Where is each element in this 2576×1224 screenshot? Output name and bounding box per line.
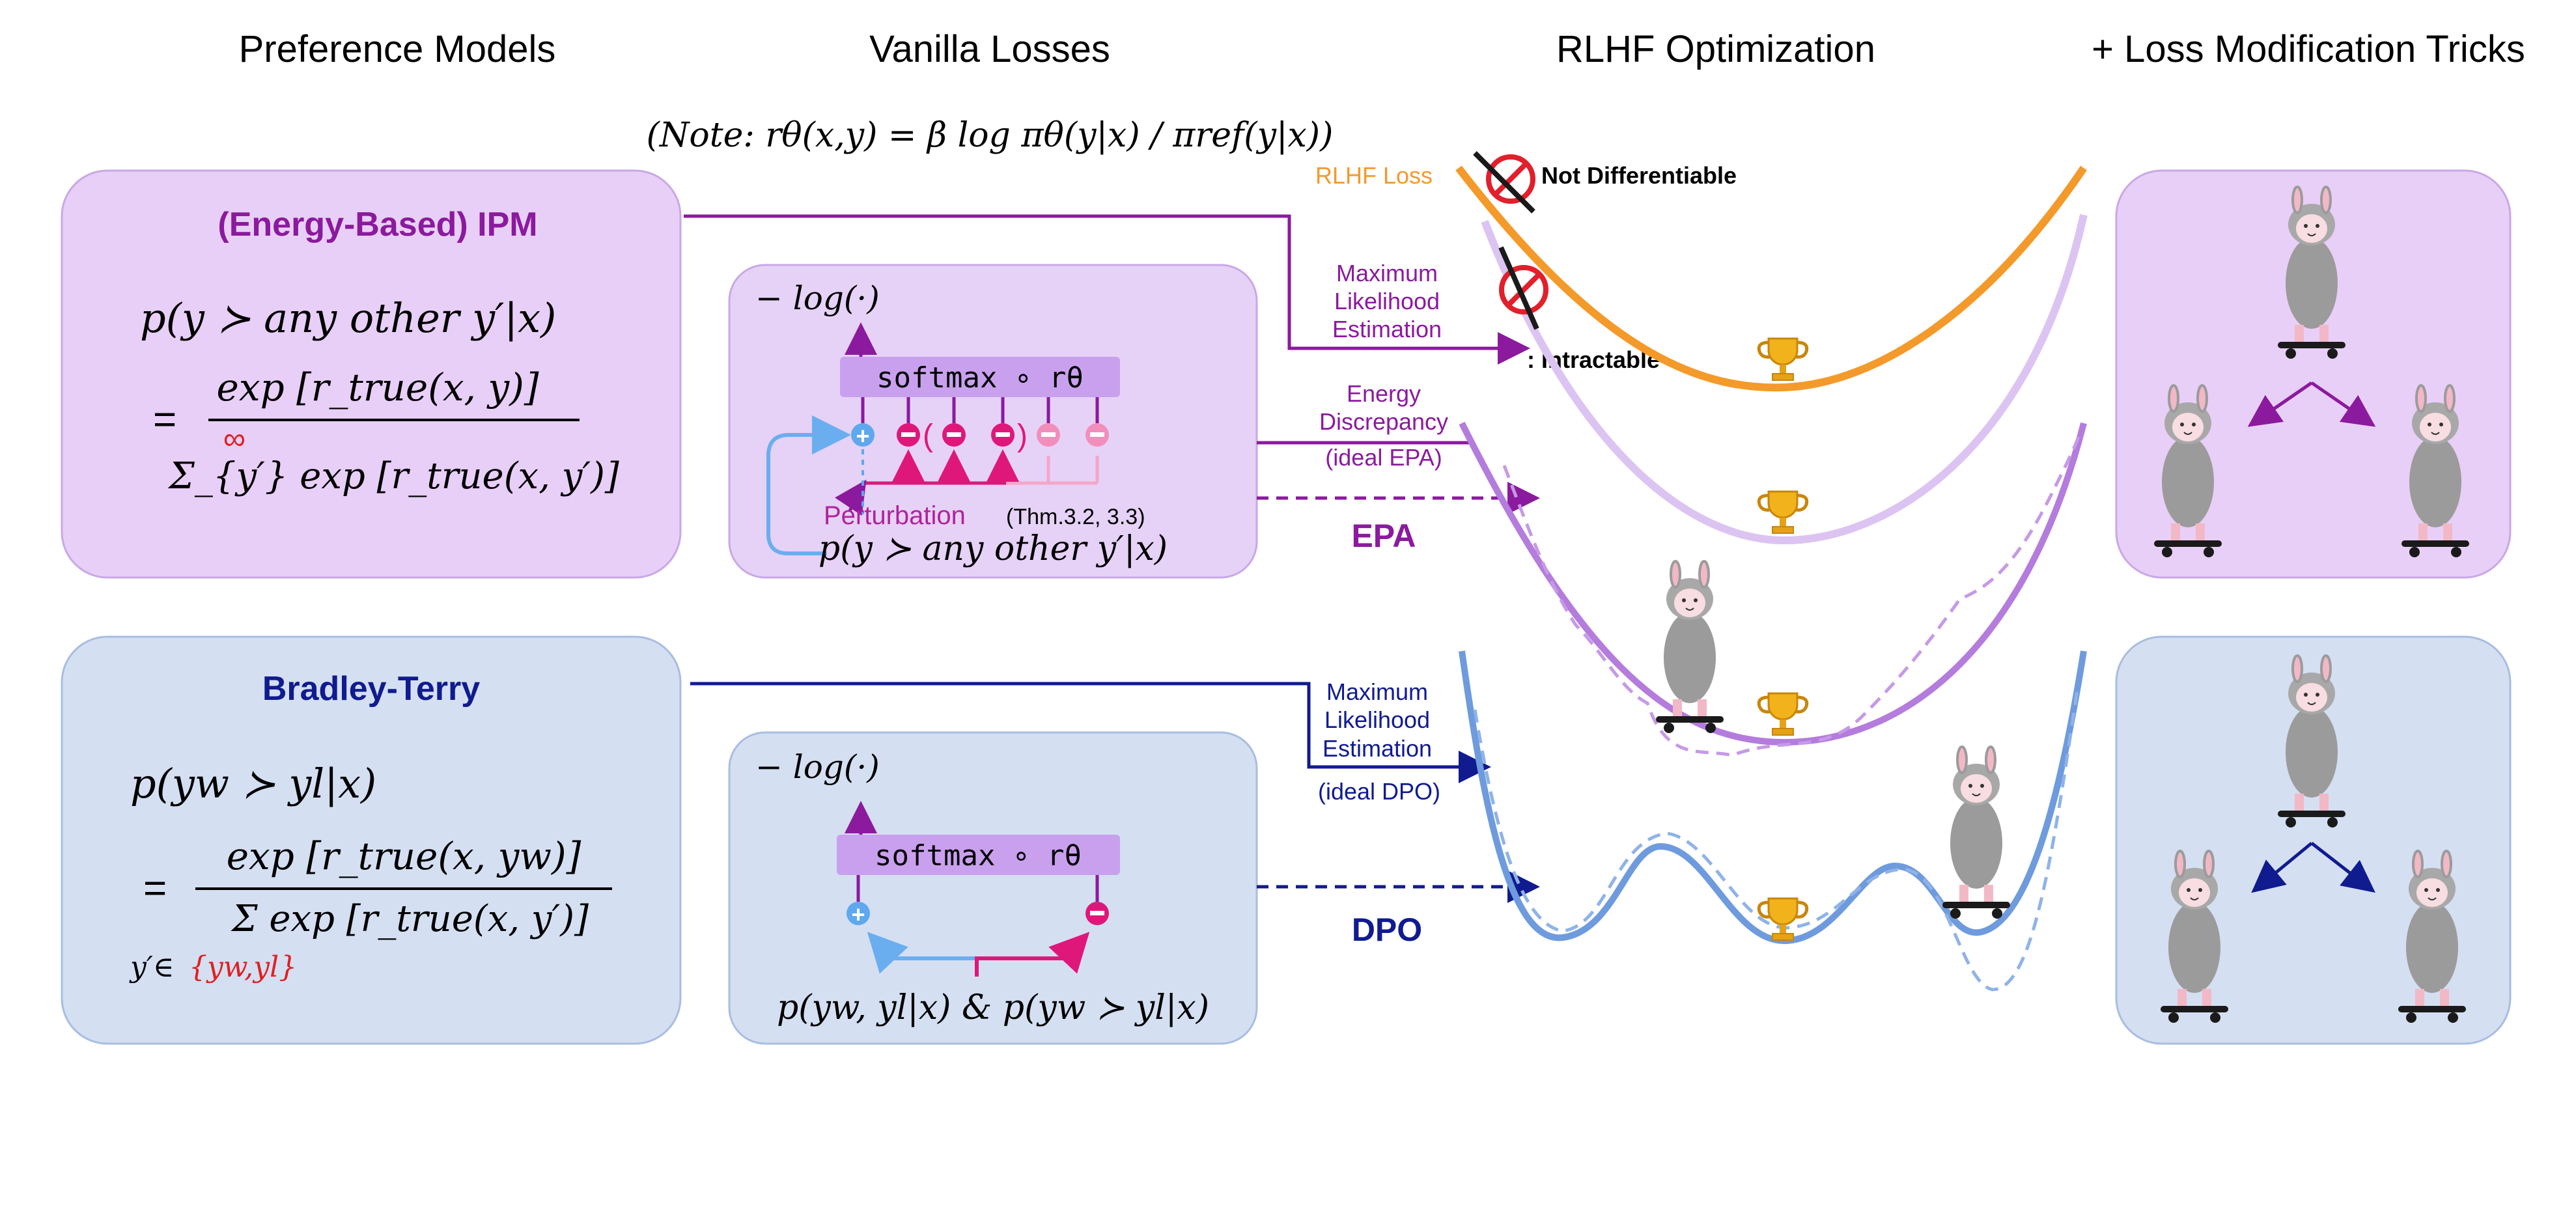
epa-bottom-formula: p(y ≻ any other y′|x) [819,529,1168,568]
svg-text:+: + [851,901,865,928]
epa-perturb-arrows [892,449,1099,483]
trophy-icon [1759,492,1806,533]
epa-softmax-box [840,357,1120,397]
dpo-tricks-arrow-left [2251,842,2313,893]
epa-thm-label: (Thm.3.2, 3.3) [1006,505,1145,529]
ipm-line1: p(y ≻ any other y′|x) [140,294,556,342]
ipm-denominator: Σ_{y′} exp [r_true(x, y′)] [167,455,619,497]
dpo-minus-icon [1085,902,1109,925]
mle1-label: Maximum Likelihood Estimation [1332,260,1442,342]
dpo-bottom-formula: p(yw, yl|x) & p(yw ≻ yl|x) [777,988,1209,1027]
epa-perturbation-label: Perturbation [824,501,966,530]
header-loss-tricks: + Loss Modification Tricks [2092,28,2525,70]
epa-neglog: − log(·) [755,279,880,317]
dpo-softmax-label: softmax ∘ rθ [875,839,1082,872]
epa-paren-close: ) [1017,419,1028,453]
header-preference-models: Preference Models [239,28,556,70]
epa-paren-open: ( [923,419,933,453]
mle2-label: Maximum Likelihood Estimation [1323,678,1432,762]
ipm-sum-upper: ∞ [223,422,245,456]
header-rlhf-optimization: RLHF Optimization [1556,28,1875,70]
header-vanilla-losses: Vanilla Losses [869,28,1110,70]
svg-text:Likelihood: Likelihood [1324,706,1430,733]
note-formula: (Note: rθ(x,y) = β log πθ(y|x) / πref(y|… [647,116,1334,155]
intractable-icon [1498,246,1548,330]
not-differentiable-icon [1473,151,1535,214]
dpo-neglog: − log(·) [755,748,880,786]
bt-line1: p(yw ≻ yl|x) [130,760,376,807]
ideal-dpo-label: (ideal DPO) [1318,778,1440,805]
not-differentiable-label: : Not Differentiable [1527,162,1737,189]
ipm-title: (Energy-Based) IPM [217,206,537,243]
mle-intractable-curve [1481,214,2088,545]
ipm-numerator: exp [r_true(x, y)] [217,365,539,410]
svg-text:+: + [856,423,869,449]
dpo-ideal-curve [1459,650,2087,945]
svg-text:Likelihood: Likelihood [1334,288,1440,314]
bt-box [61,635,682,1045]
rlhf-loss-label: RLHF Loss [1315,162,1433,189]
epa-perturb-curve [835,479,867,516]
dpo-softmax-box [837,835,1120,875]
epa-stems [861,397,1099,423]
svg-text:(ideal EPA): (ideal EPA) [1325,444,1442,471]
epa-approx-curve [1502,429,2082,757]
epa-ideal-curve [1459,421,2087,746]
svg-text:Estimation: Estimation [1332,316,1442,342]
bt-title: Bradley-Terry [262,670,480,708]
bt-sum-set: {yw,yl} [189,951,297,984]
dpo-label: DPO [1352,911,1422,948]
ipm-to-mle-arrow [684,214,1530,365]
dpo-arrow-right [975,932,1090,977]
llama-on-dpo-curve-icon [1941,745,2011,920]
epa-feedback-loop [766,415,851,555]
bt-to-mle-arrow [690,682,1491,783]
svg-text:Estimation: Estimation [1323,735,1432,762]
trophy-icon [1759,339,1806,380]
dpo-tricks-arrow-right [2310,842,2375,893]
bt-numerator: exp [r_true(x, yw)] [227,834,581,878]
energy-discrepancy-label: Energy Discrepancy (ideal EPA) [1319,380,1448,471]
trophy-icon [1759,693,1806,735]
svg-text:Maximum: Maximum [1326,678,1428,705]
svg-text:Maximum: Maximum [1336,260,1438,286]
ipm-equals: = [153,397,176,442]
bt-equals: = [143,866,167,911]
bt-sum-prefix: y′∈ [129,951,174,984]
rlhf-loss-curve [1455,165,2087,392]
epa-minus-icons [897,423,1109,447]
svg-text:Discrepancy: Discrepancy [1319,408,1448,435]
bt-denominator: Σ exp [r_true(x, y′)] [231,898,589,940]
epa-plus-icon: + [851,423,875,449]
ipm-box [61,169,682,579]
svg-text:Energy: Energy [1347,380,1421,407]
epa-label: EPA [1351,518,1416,554]
epa-softmax-label: softmax ∘ rθ [876,361,1084,395]
dpo-plus-icon: + [847,901,870,928]
